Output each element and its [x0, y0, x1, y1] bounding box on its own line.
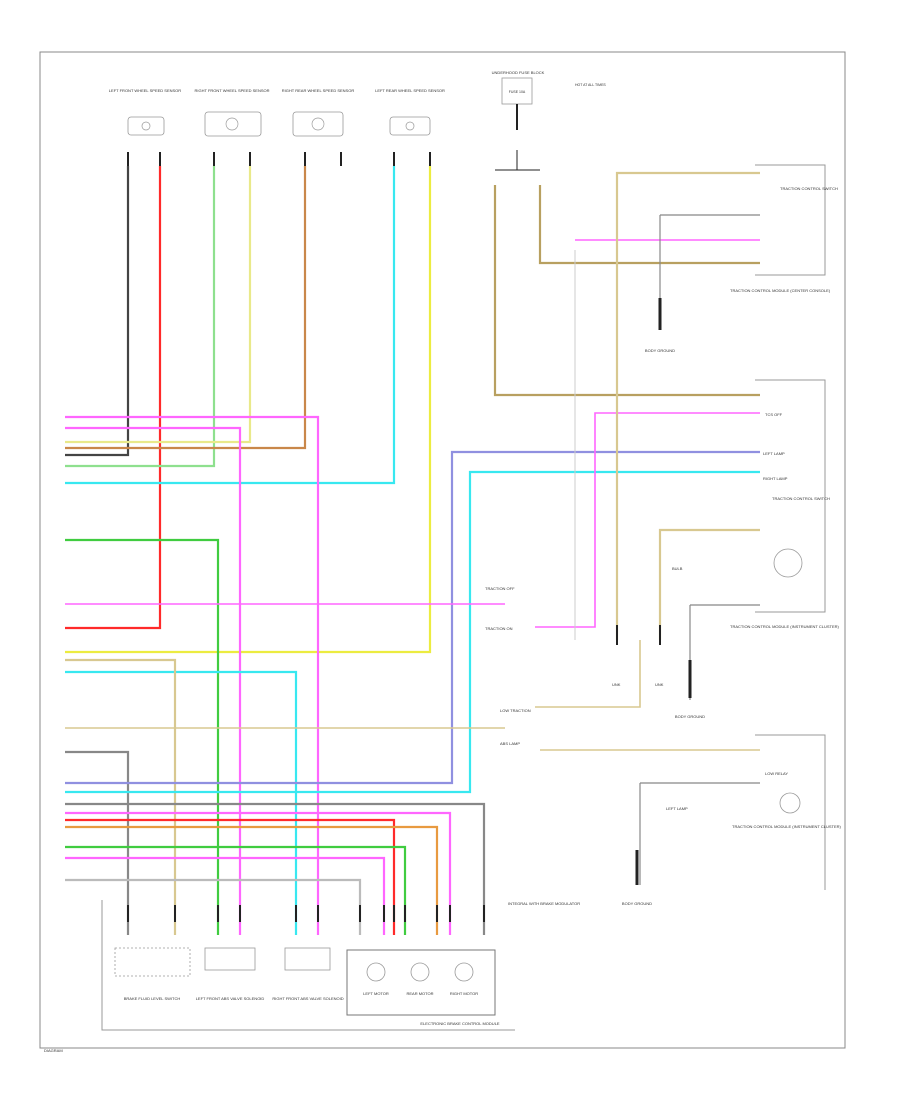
ground-2: BODY GROUND	[675, 660, 705, 719]
wire-red-bus	[65, 818, 396, 935]
traction-off-label: TRACTION OFF	[485, 586, 515, 591]
abs-lamp-label: ABS LAMP	[500, 741, 520, 746]
low-traction-label: LOW TRACTION	[500, 708, 531, 713]
integral-note-label: INTEGRAL WITH BRAKE MODULATOR	[508, 901, 580, 906]
wires	[65, 166, 760, 935]
traction-on-label: TRACTION ON	[485, 626, 513, 631]
fuse-block: UNDERHOOD FUSE BLOCK FUSE 10A HOT AT ALL…	[492, 70, 606, 171]
left-motor-label: LEFT MOTOR	[363, 991, 389, 996]
wire-lr-yellow	[65, 166, 432, 654]
sensor-lr: LEFT REAR WHEEL SPEED SENSOR	[375, 88, 445, 136]
connector-stubs-right	[616, 625, 661, 645]
ground-1-label: BODY GROUND	[645, 348, 675, 353]
rear-motor-label: REAR MOTOR	[406, 991, 433, 996]
tcs-off-label: TCS OFF	[765, 412, 783, 417]
connector-stubs-top	[127, 152, 431, 166]
tc-module-mid: TCS OFF LEFT LAMP RIGHT LAMP TRACTION CO…	[730, 379, 840, 629]
wire-green-bus	[65, 845, 407, 935]
wire-white-bus	[65, 878, 362, 935]
ground-1: BODY GROUND	[645, 298, 675, 353]
wire-tan-right	[658, 528, 760, 640]
wire-pink-switch	[535, 412, 760, 628]
tc-module-top-label: TRACTION CONTROL MODULE (CENTER CONSOLE)	[730, 288, 831, 293]
left-lamp-2-label: LEFT LAMP	[666, 806, 688, 811]
rf-valve-label: RIGHT FRONT ABS VALVE SOLENOID	[272, 996, 343, 1001]
wire-pink-2	[65, 426, 242, 935]
wire-rf-ltgrn	[65, 166, 216, 468]
sensor-rf-label: RIGHT FRONT WHEEL SPEED SENSOR	[194, 88, 269, 93]
wire-pink-bus-2	[65, 856, 386, 935]
ground-3: BODY GROUND	[622, 850, 652, 906]
wire-lr-cyan	[65, 166, 396, 485]
wire-lt-blue-bus	[65, 450, 760, 785]
brake-fluid-switch: BRAKE FLUID LEVEL SWITCH	[114, 947, 191, 1001]
brake-fluid-label: BRAKE FLUID LEVEL SWITCH	[124, 996, 181, 1001]
wire-tan-fuse-1	[493, 185, 760, 397]
unk-label-1: UNK	[612, 682, 621, 687]
hot-note-label: HOT AT ALL TIMES	[575, 83, 606, 87]
left-lamp-label: LEFT LAMP	[763, 451, 785, 456]
wire-pink-1	[65, 415, 320, 935]
bulb-label: BULB	[672, 566, 683, 571]
lf-valve-label: LEFT FRONT ABS VALVE SOLENOID	[196, 996, 265, 1001]
wire-orange-bus	[65, 825, 439, 935]
tc-module-top: TRACTION CONTROL SWITCH TRACTION CONTROL…	[730, 164, 838, 293]
rf-valve: RIGHT FRONT ABS VALVE SOLENOID	[272, 947, 344, 1001]
sensor-rr-label: RIGHT REAR WHEEL SPEED SENSOR	[282, 88, 355, 93]
connector-stubs-bottom	[127, 905, 485, 922]
ground-3-label: BODY GROUND	[622, 901, 652, 906]
wire-gray-bus	[65, 802, 486, 935]
brake-module-bracket: ELECTRONIC BRAKE CONTROL MODULE	[101, 900, 515, 1031]
sensor-lr-label: LEFT REAR WHEEL SPEED SENSOR	[375, 88, 445, 93]
wire-pink-bus	[65, 811, 452, 935]
sensor-lf-label: LEFT FRONT WHEEL SPEED SENSOR	[109, 88, 181, 93]
page-ref-label: DIAGRAM	[44, 1048, 63, 1053]
unk-label-2: UNK	[655, 682, 664, 687]
wire-tan-top	[615, 171, 760, 640]
wire-lf-red	[65, 166, 162, 630]
wire-rr-orange	[65, 166, 307, 450]
sensor-rr: RIGHT REAR WHEEL SPEED SENSOR	[282, 88, 355, 137]
right-motor-label: RIGHT MOTOR	[450, 991, 478, 996]
wire-cyan-bus	[65, 470, 760, 794]
fuse-block-label: UNDERHOOD FUSE BLOCK	[492, 70, 545, 75]
wire-tan-fuse-2	[538, 185, 760, 265]
wire-rf-yel	[65, 166, 252, 444]
sensor-rf: RIGHT FRONT WHEEL SPEED SENSOR	[194, 88, 270, 137]
sensor-lf: LEFT FRONT WHEEL SPEED SENSOR	[109, 88, 181, 136]
low-relay-label: LOW RELAY	[765, 771, 788, 776]
right-lamp-label: RIGHT LAMP	[763, 476, 788, 481]
wire-lf-dkblu	[65, 166, 130, 457]
wire-tan-1	[65, 658, 177, 935]
brake-module-label: ELECTRONIC BRAKE CONTROL MODULE	[420, 1021, 500, 1026]
tc-module-bot: LOW RELAY TRACTION CONTROL MODULE (INSTR…	[732, 734, 842, 890]
diagram-frame	[39, 51, 846, 1049]
ground-2-label: BODY GROUND	[675, 714, 705, 719]
tc-module-mid-label: TRACTION CONTROL MODULE (INSTRUMENT CLUS…	[730, 624, 840, 629]
wire-tan-relay	[535, 640, 641, 708]
tc-module-bot-label: TRACTION CONTROL MODULE (INSTRUMENT CLUS…	[732, 824, 842, 829]
tc-switch-mid-label: TRACTION CONTROL SWITCH	[772, 496, 830, 501]
wire-gray-1	[65, 750, 130, 935]
lf-valve: LEFT FRONT ABS VALVE SOLENOID	[196, 947, 265, 1001]
tc-switch-top-label: TRACTION CONTROL SWITCH	[780, 186, 838, 191]
motor-pack: LEFT MOTOR REAR MOTOR RIGHT MOTOR	[346, 949, 496, 1016]
wire-green-1	[65, 538, 220, 935]
fuse-label: FUSE 10A	[509, 90, 526, 94]
